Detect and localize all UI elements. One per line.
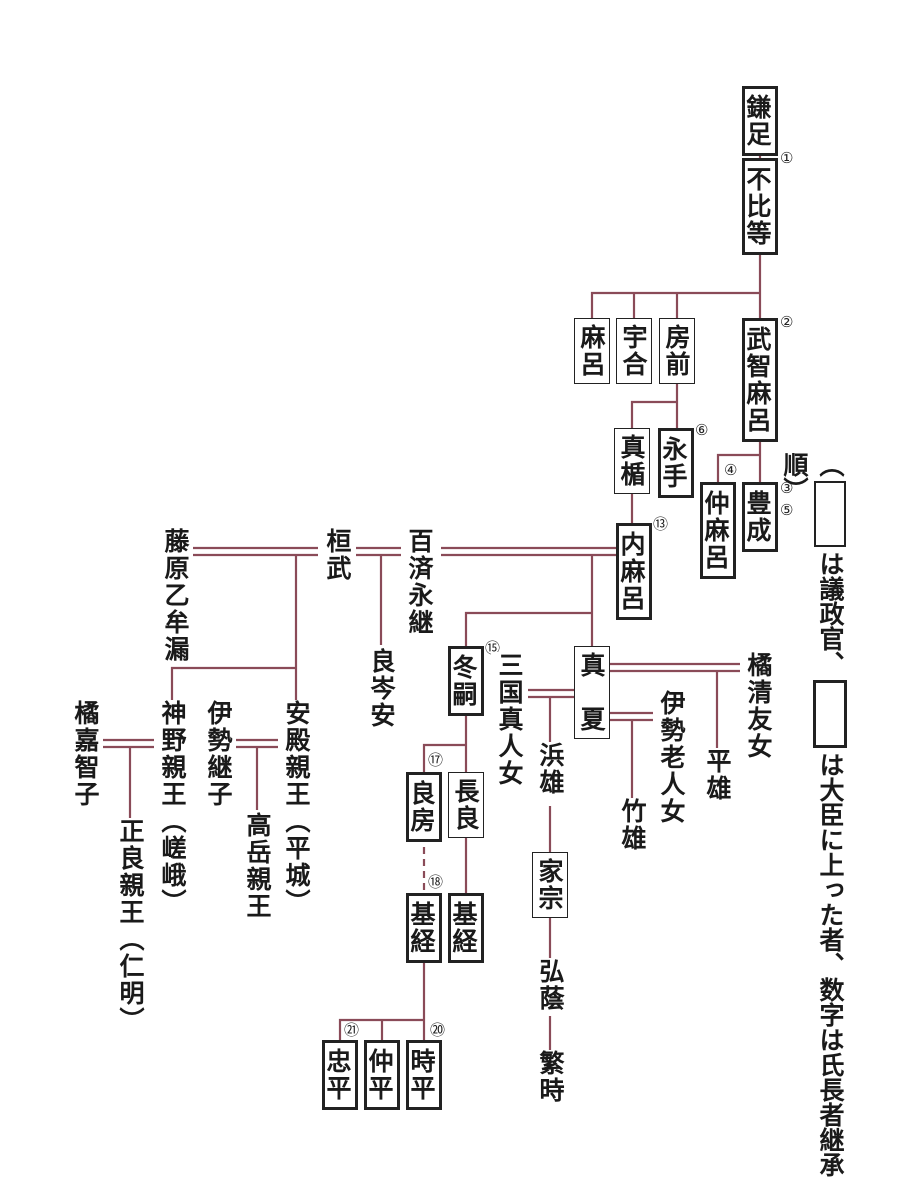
legend-text-daijin: は大臣に上った者、数字は氏長者継承順）	[780, 452, 845, 1177]
node-ise-oyu-no-musume: 伊勢老人女	[653, 690, 689, 825]
node-kanmu: 桓武	[319, 528, 355, 582]
node-fuhito: 不比等	[742, 158, 778, 255]
succession-number: ④	[724, 461, 738, 479]
legend-open-paren: （	[816, 452, 845, 477]
node-umakai: 宇合	[616, 318, 652, 384]
node-mototsune: 基経	[448, 893, 484, 963]
succession-number: ③	[780, 479, 794, 497]
node-shigetoki: 繁時	[532, 1050, 568, 1104]
node-tachibana-kiyotomo-no-musume: 橘清友女	[740, 652, 776, 760]
succession-number: ⑱	[428, 873, 444, 891]
node-nakahira: 仲平	[364, 1040, 400, 1110]
node-hirokage: 弘蔭	[532, 958, 568, 1012]
node-hamao: 浜雄	[532, 742, 568, 796]
node-tachibana-kachiko: 橘嘉智子	[67, 700, 103, 808]
node-kamatari: 鎌足	[742, 86, 778, 156]
node-fuyutsugu: 冬嗣	[448, 646, 484, 716]
succession-number: ⑤	[780, 501, 794, 519]
succession-number: ㉑	[344, 1021, 360, 1039]
succession-number: ⑰	[428, 751, 444, 769]
node-kudara-no-eikei: 百済永継	[401, 528, 437, 636]
node-ise-tsuguko: 伊勢継子	[200, 700, 236, 808]
legend-text-giseikan: は議政官、	[816, 551, 845, 676]
node-manatsu: 真 夏	[574, 646, 610, 739]
succession-number: ⑥	[695, 421, 709, 439]
node-fusasaki: 房前	[659, 318, 695, 384]
node-hirao: 平雄	[699, 748, 735, 802]
succession-number: ⑬	[653, 515, 669, 533]
node-nagate: 永手	[658, 428, 694, 498]
node-yoshifusa: 良房	[406, 772, 442, 842]
node-mototsune-adopted: 基経	[406, 893, 442, 963]
node-muchimaro: 武智麻呂	[742, 318, 778, 442]
node-nakamaro: 仲麻呂	[700, 482, 736, 579]
node-maro: 麻呂	[574, 318, 610, 384]
node-ate-shinno: 安殿親王（平城）	[278, 700, 314, 916]
node-nagara: 長良	[448, 772, 484, 838]
node-takaoka-shinno: 高岳親王	[239, 812, 275, 920]
legend: （ は議政官、は大臣に上った者、数字は氏長者継承順）	[780, 452, 848, 1194]
node-kamino-shinno: 神野親王（嵯峨）	[154, 700, 190, 916]
node-otomuro: 藤原乙牟漏	[157, 528, 193, 663]
node-uchimaro: 内麻呂	[616, 523, 652, 620]
node-yoshimine: 良岑安	[363, 648, 399, 729]
succession-number: ①	[780, 149, 794, 167]
node-matate: 真楯	[614, 428, 650, 494]
node-masara-shinno: 正良親王（仁明）	[112, 818, 148, 1034]
node-mikuni-mahito-no-musume: 三国真人女	[491, 652, 527, 787]
node-tokihira: 時平	[406, 1040, 442, 1110]
node-takeo: 竹雄	[614, 798, 650, 852]
node-toyonari: 豊成	[742, 482, 778, 552]
node-iemune: 家宗	[532, 852, 568, 918]
legend-thick-box	[813, 680, 847, 748]
node-tadahira: 忠平	[322, 1040, 358, 1110]
succession-number: ②	[780, 313, 794, 331]
legend-thin-box	[814, 481, 846, 547]
succession-number: ⑳	[430, 1021, 446, 1039]
